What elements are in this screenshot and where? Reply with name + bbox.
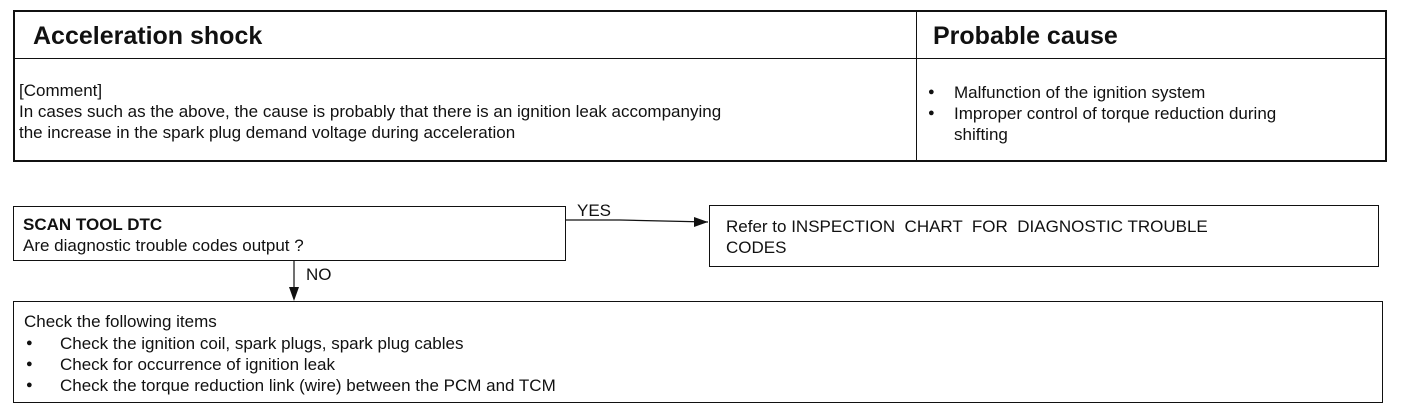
- table-column-divider: [916, 12, 917, 160]
- check-item: Check for occurrence of ignition leak: [22, 354, 1362, 375]
- yes-label: YES: [577, 201, 612, 220]
- cause-item-text: Improper control of torque reduction dur…: [954, 104, 1277, 123]
- scan-tool-title: SCAN TOOL DTC: [23, 215, 163, 234]
- scan-tool-question: Are diagnostic trouble codes output ?: [23, 236, 304, 255]
- symptom-header: Acceleration shock: [33, 22, 263, 50]
- cause-header: Probable cause: [933, 22, 1118, 50]
- refer-line-2: CODES: [726, 238, 787, 257]
- symptom-table: Acceleration shock Probable cause [Comme…: [13, 10, 1387, 162]
- cause-item: Malfunction of the ignition system: [924, 82, 1384, 103]
- check-items-box: Check the following items Check the igni…: [13, 301, 1383, 403]
- refer-line-1: Refer to INSPECTION CHART FOR DIAGNOSTIC…: [726, 217, 1208, 236]
- cause-item: Improper control of torque reduction dur…: [924, 103, 1384, 145]
- scan-tool-dtc-box: SCAN TOOL DTC Are diagnostic trouble cod…: [13, 206, 566, 261]
- cause-list: Malfunction of the ignition system Impro…: [924, 82, 1384, 145]
- no-label: NO: [306, 265, 332, 284]
- comment-line-1: In cases such as the above, the cause is…: [19, 102, 722, 121]
- cause-cell: Malfunction of the ignition system Impro…: [924, 82, 1384, 145]
- refer-box: Refer to INSPECTION CHART FOR DIAGNOSTIC…: [709, 205, 1379, 267]
- comment-line-2: the increase in the spark plug demand vo…: [19, 123, 516, 142]
- comment-cell: [Comment] In cases such as the above, th…: [19, 80, 913, 143]
- check-heading: Check the following items: [24, 312, 217, 331]
- cause-item-continuation: shifting: [954, 125, 1008, 144]
- no-arrow: [289, 261, 299, 301]
- check-item: Check the torque reduction link (wire) b…: [22, 375, 1362, 396]
- table-header-divider: [15, 58, 1385, 59]
- check-item: Check the ignition coil, spark plugs, sp…: [22, 333, 1362, 354]
- check-list: Check the ignition coil, spark plugs, sp…: [22, 333, 1362, 396]
- comment-label: [Comment]: [19, 81, 103, 100]
